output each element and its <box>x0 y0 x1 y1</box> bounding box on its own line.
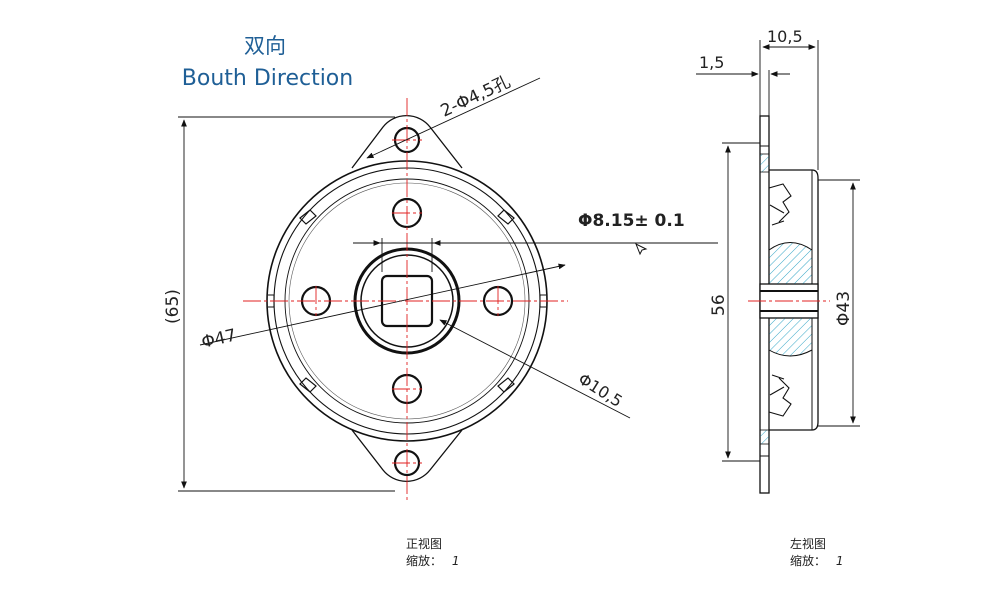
flange-hatch-top <box>759 153 770 173</box>
front-centerlines <box>243 98 568 500</box>
left-scale-value: 1 <box>835 554 844 568</box>
left-view-caption: 左视图 缩放： 1 <box>790 536 843 570</box>
front-dimensions <box>178 77 718 492</box>
left-view-name: 左视图 <box>790 537 827 551</box>
hub-diameter-dimension: Φ10,5 <box>575 369 626 411</box>
left-scale-label: 缩放： <box>790 554 827 568</box>
hub-hatch-bottom <box>768 317 813 357</box>
front-dimension-texts: 2-Φ4,5孔 Φ8.15± 0.1 (65) Φ47 Φ10,5 <box>163 72 685 411</box>
front-view-name: 正视图 <box>406 537 443 551</box>
side-view <box>759 115 819 494</box>
hub-hatch-top <box>768 242 813 285</box>
front-scale-value: 1 <box>451 554 460 568</box>
clip-bottom <box>768 374 792 417</box>
body-diameter-dimension: Φ43 <box>834 291 854 326</box>
title-english: Bouth Direction <box>181 66 354 91</box>
left-view-scale: 缩放： 1 <box>790 553 843 570</box>
front-view-caption: 正视图 缩放： 1 <box>406 536 459 570</box>
front-view-scale: 缩放： 1 <box>406 553 459 570</box>
overall-height-dimension: (65) <box>163 289 183 324</box>
title-chinese: 双向 <box>244 34 286 58</box>
flange-thickness-dimension: 1,5 <box>699 53 724 72</box>
total-width-dimension: 10,5 <box>767 27 803 46</box>
clip-tabs <box>299 209 515 393</box>
side-height-dimension: 56 <box>709 294 729 316</box>
flange-hatch-bottom <box>759 429 770 445</box>
top-mounting-ear <box>351 114 463 169</box>
outer-diameter-dimension: Φ47 <box>200 326 239 353</box>
front-scale-label: 缩放： <box>406 554 443 568</box>
side-dimensions <box>696 40 860 462</box>
side-dimension-texts: 10,5 1,5 56 Φ43 <box>699 27 854 326</box>
shaft-dimension: Φ8.15± 0.1 <box>578 211 685 231</box>
bottom-mounting-ear <box>351 429 463 483</box>
clip-top <box>768 183 792 226</box>
holes-dimension: 2-Φ4,5孔 <box>438 72 514 122</box>
